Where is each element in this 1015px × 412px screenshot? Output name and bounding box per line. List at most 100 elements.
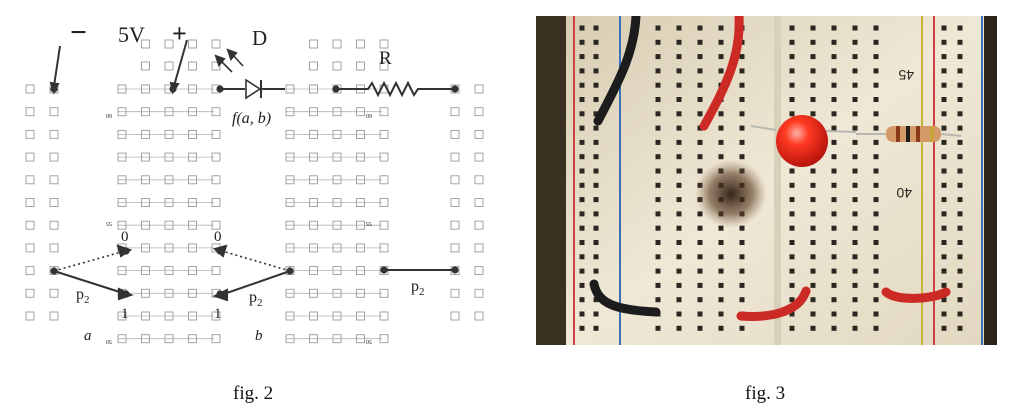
breadboard-hole	[873, 68, 879, 74]
breadboard-hole	[852, 125, 858, 131]
breadboard-hole	[49, 152, 59, 162]
breadboard-hole	[655, 25, 661, 31]
breadboard-hole	[810, 211, 816, 217]
black-wire-top	[593, 16, 641, 126]
breadboard-hole	[810, 325, 816, 331]
photo-shadow-blob	[695, 160, 767, 228]
breadboard-hole	[718, 125, 724, 131]
breadboard-hole	[676, 254, 682, 260]
breadboard-hole	[309, 311, 318, 321]
breadboard-hole	[739, 97, 745, 102]
breadboard-hole	[852, 268, 858, 274]
breadboard-hole	[211, 220, 221, 230]
breadboard-hole	[852, 297, 858, 303]
breadboard-hole	[285, 84, 295, 94]
breadboard-hole	[117, 152, 127, 162]
breadboard-hole	[655, 97, 661, 102]
breadboard-hole	[356, 220, 365, 230]
resistor-band-4	[930, 126, 934, 142]
breadboard-hole	[356, 175, 365, 185]
breadboard-hole	[739, 254, 745, 260]
breadboard-hole	[718, 282, 724, 288]
breadboard-hole	[676, 97, 682, 102]
breadboard-hole	[873, 54, 879, 60]
row-number-60-right: 60	[366, 112, 372, 118]
breadboard-hole	[379, 61, 389, 71]
breadboard-hole	[49, 311, 59, 321]
breadboard-hole	[332, 175, 342, 185]
breadboard-hole	[739, 282, 745, 288]
breadboard-hole	[579, 225, 585, 231]
breadboard-hole	[450, 152, 460, 162]
fig3-caption: fig. 3	[745, 383, 786, 404]
breadboard-hole	[579, 68, 585, 74]
breadboard-hole	[655, 168, 661, 174]
breadboard-hole	[789, 282, 795, 288]
breadboard-hole	[450, 175, 460, 185]
breadboard-hole	[211, 61, 221, 71]
breadboard-hole	[831, 268, 837, 274]
fig2-caption: fig. 2	[233, 383, 274, 404]
breadboard-hole	[474, 152, 484, 162]
connection-dots	[50, 85, 459, 298]
resistor-label: R	[379, 48, 392, 69]
breadboard-hole	[285, 152, 295, 162]
breadboard-hole	[831, 311, 837, 317]
breadboard-hole	[739, 125, 745, 131]
breadboard-hole	[309, 175, 318, 185]
breadboard-hole	[211, 129, 221, 139]
breadboard-hole	[593, 211, 599, 217]
breadboard-hole	[579, 111, 585, 117]
breadboard-hole	[579, 240, 585, 245]
breadboard-hole	[117, 107, 127, 117]
breadboard-hole	[789, 39, 795, 45]
breadboard-hole	[655, 68, 661, 74]
breadboard-hole	[697, 240, 703, 245]
breadboard-hole	[379, 39, 389, 49]
diode-label: D	[252, 26, 267, 50]
breadboard-hole	[941, 297, 947, 303]
breadboard-hole	[941, 254, 947, 260]
breadboard-hole	[25, 198, 35, 207]
row-number-50-left: 50	[106, 338, 112, 344]
breadboard-hole	[941, 139, 947, 145]
breadboard-hole	[957, 268, 963, 274]
breadboard-hole	[332, 39, 342, 49]
breadboard-hole	[873, 282, 879, 288]
row-number-60-left: 60	[106, 112, 112, 118]
breadboard-hole	[957, 25, 963, 31]
breadboard-hole	[356, 266, 365, 276]
breadboard-hole	[810, 225, 816, 231]
breadboard-hole	[852, 168, 858, 174]
breadboard-hole	[25, 84, 35, 94]
breadboard-hole	[309, 220, 318, 230]
breadboard-hole	[141, 84, 150, 94]
breadboard-hole	[810, 97, 816, 102]
breadboard-hole	[164, 334, 174, 344]
breadboard-hole	[957, 182, 963, 188]
breadboard-hole	[593, 197, 599, 203]
breadboard-hole	[789, 82, 795, 88]
breadboard-hole	[379, 243, 389, 253]
resistor-symbol	[336, 80, 455, 98]
breadboard-hole	[211, 152, 221, 162]
breadboard-hole	[676, 39, 682, 45]
breadboard-hole	[309, 243, 318, 253]
breadboard-hole	[593, 154, 599, 160]
breadboard-hole	[164, 311, 174, 321]
breadboard-hole	[718, 68, 724, 74]
breadboard-hole	[957, 282, 963, 288]
breadboard-hole	[676, 297, 682, 303]
breadboard-hole	[655, 82, 661, 88]
breadboard-hole	[49, 220, 59, 230]
breadboard-hole	[941, 125, 947, 131]
breadboard-hole	[188, 266, 197, 276]
breadboard-hole	[941, 25, 947, 31]
breadboard-hole	[655, 54, 661, 60]
breadboard-hole	[379, 107, 389, 117]
breadboard-hole	[117, 311, 127, 321]
breadboard-hole	[873, 139, 879, 145]
breadboard-hole	[379, 288, 389, 298]
row-number-55-left: 55	[106, 220, 112, 226]
connection-dot	[169, 85, 177, 93]
